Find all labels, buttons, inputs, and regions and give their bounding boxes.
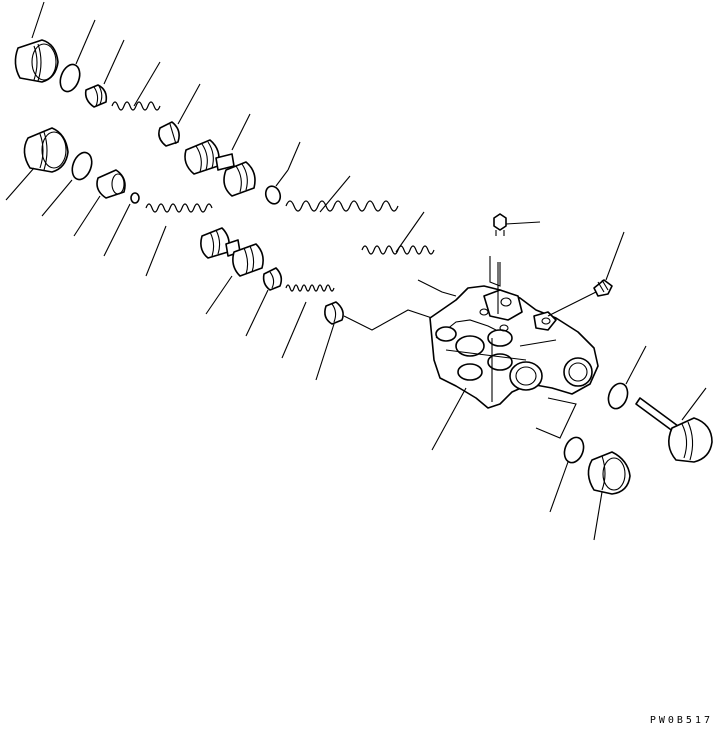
- nipple-icon: [489, 213, 541, 314]
- plug-top-left-icon: [14, 39, 59, 83]
- o-ring-icon: [41, 151, 93, 217]
- ball-icon: [264, 141, 301, 205]
- o-ring-icon: [103, 192, 140, 257]
- spring-icon: [285, 175, 399, 213]
- o-ring-icon: [59, 19, 96, 93]
- spool-icon: [200, 227, 264, 315]
- drawing-code-label: PW0B517: [649, 715, 713, 726]
- spring-icon: [145, 203, 213, 277]
- piston-icon: [158, 83, 201, 147]
- o-ring-icon: [535, 397, 585, 513]
- nipple-icon: [547, 231, 625, 317]
- o-ring-icon: [607, 345, 647, 410]
- valve-body-icon: [429, 285, 599, 451]
- spring-icon: [281, 284, 335, 359]
- spool-icon: [184, 113, 256, 197]
- leader-line: [31, 1, 45, 39]
- sleeve-icon: [73, 169, 126, 237]
- rod-plug-icon: [635, 387, 713, 463]
- spring-icon: [361, 211, 457, 297]
- plug-top-left-icon: [5, 127, 69, 201]
- sleeve-icon: [84, 39, 125, 108]
- plug-top-left-icon: [587, 451, 631, 541]
- piston-icon: [315, 301, 433, 381]
- spring-icon: [111, 61, 161, 111]
- sleeve-icon: [245, 267, 283, 337]
